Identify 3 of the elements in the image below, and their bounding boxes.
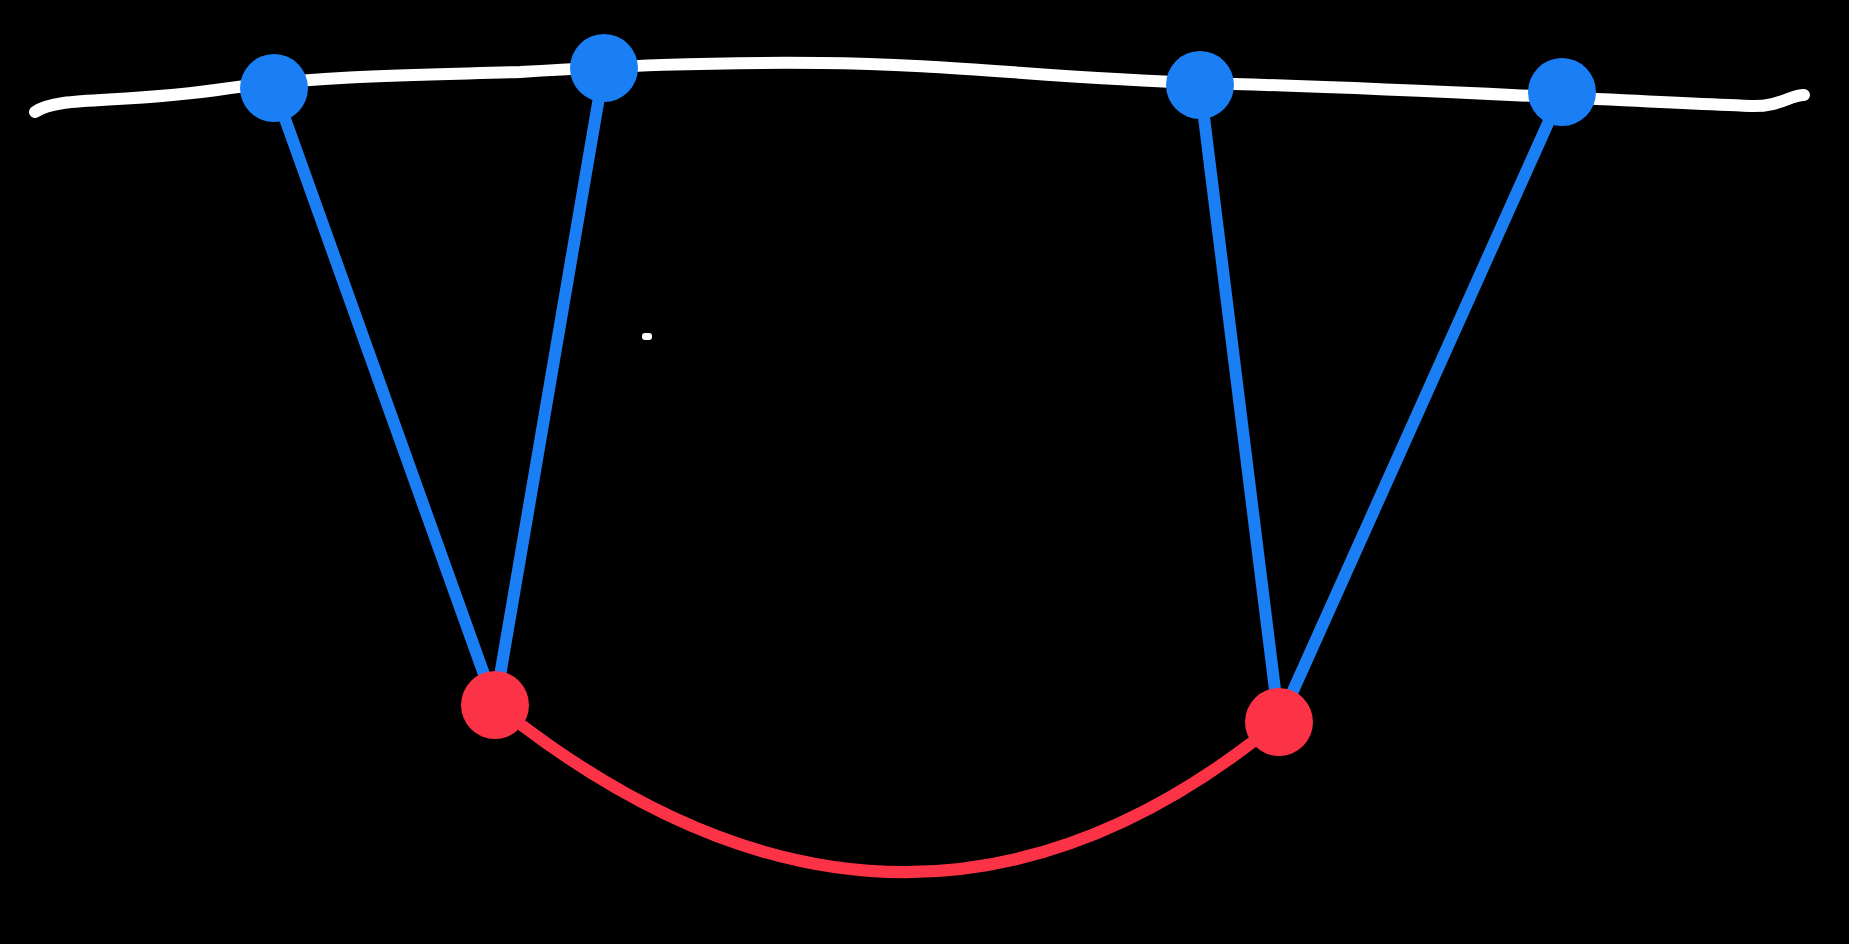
circle-node: [1245, 688, 1313, 756]
circle-node: [461, 671, 529, 739]
connector-line: [516, 719, 1258, 878]
